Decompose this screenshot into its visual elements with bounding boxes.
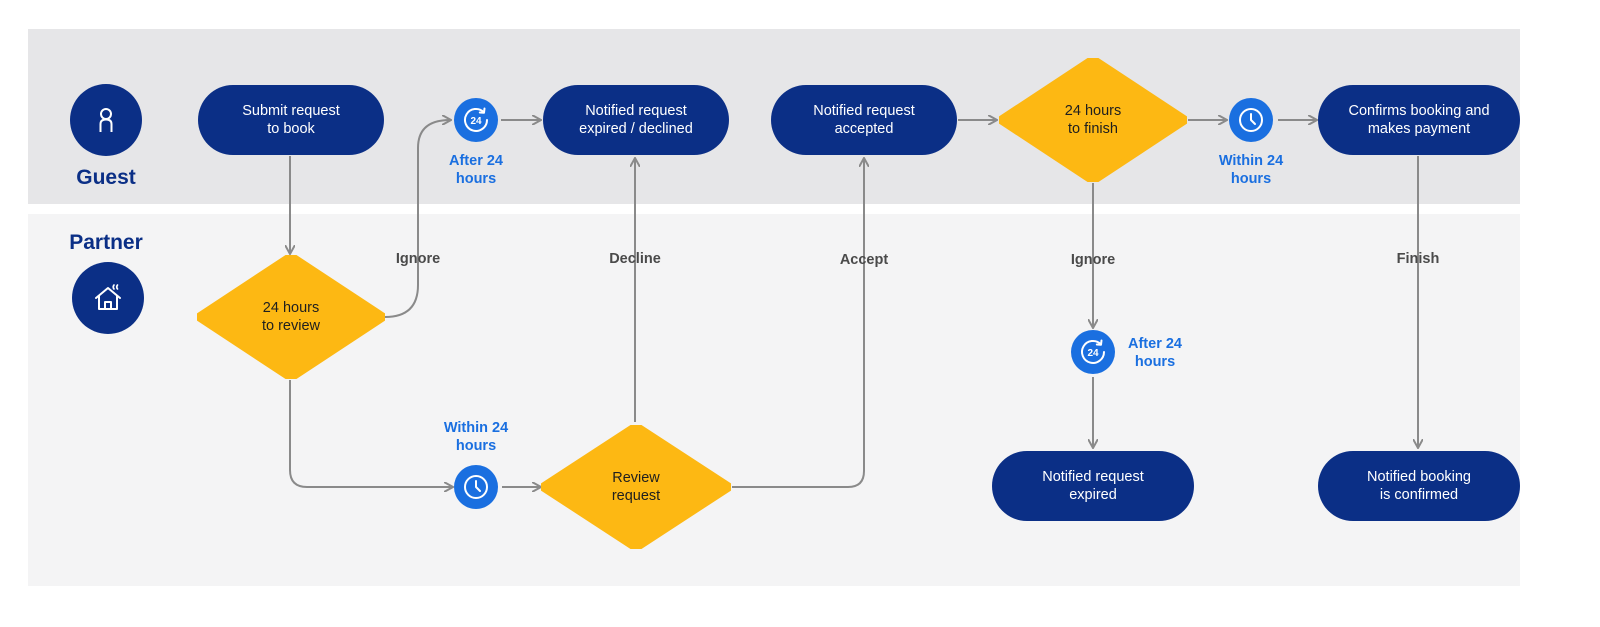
edge-review-ignore xyxy=(384,120,450,318)
notified-expired-node: Notified request expired xyxy=(992,451,1194,521)
review-request-label: Review request xyxy=(611,470,661,504)
confirms-booking-node: Confirms booking and makes payment xyxy=(1318,85,1520,155)
review-window-decision: 24 hours to review xyxy=(197,255,385,379)
after-24-hours-partner-label: After 24 hours xyxy=(1128,336,1182,370)
review-window-label: 24 hours to review xyxy=(261,300,321,334)
notified-accepted-node: Notified request accepted xyxy=(771,85,957,155)
booking-confirmed-label: Notified booking is confirmed xyxy=(1367,469,1471,503)
diamond-shape xyxy=(197,255,385,379)
accept-edge-label: Accept xyxy=(839,252,889,268)
edge-review-to-timer xyxy=(289,380,452,487)
notified-expired-label: Notified request expired xyxy=(1042,469,1144,503)
diamond-shape xyxy=(541,425,731,549)
after-24-hours-guest-label: After 24 hours xyxy=(449,153,503,187)
notified-expired-declined-node: Notified request expired / declined xyxy=(543,85,729,155)
finish-window-decision: 24 hours to finish xyxy=(999,58,1187,182)
svg-text:24: 24 xyxy=(470,116,482,127)
submit-request-label: Submit request to book xyxy=(242,103,340,137)
decline-edge-label: Decline xyxy=(609,251,661,267)
24-hour-icon: 24 xyxy=(1081,339,1105,364)
ignore-edge-label: Ignore xyxy=(395,251,441,267)
clock-icon xyxy=(1239,108,1263,132)
partner-lane-title: Partner xyxy=(69,231,143,254)
notified-expired-declined-label: Notified request expired / declined xyxy=(579,103,693,137)
after-24-hours-partner-timer: 24 xyxy=(1071,330,1115,374)
house-icon xyxy=(95,284,121,310)
clock-icon xyxy=(464,475,488,499)
guest-lane-title: Guest xyxy=(76,166,136,189)
partner-avatar xyxy=(72,262,144,334)
confirms-booking-label: Confirms booking and makes payment xyxy=(1348,103,1490,137)
guest-avatar xyxy=(70,84,142,156)
within-24-hours-guest-label: Within 24 hours xyxy=(1218,153,1284,187)
finish-window-label: 24 hours to finish xyxy=(1064,103,1122,137)
booking-confirmed-node: Notified booking is confirmed xyxy=(1318,451,1520,521)
within-24-hours-partner-label: Within 24 hours xyxy=(443,420,509,454)
svg-text:24: 24 xyxy=(1087,348,1099,359)
notified-accepted-label: Notified request accepted xyxy=(813,103,915,137)
edge-accept xyxy=(732,159,864,488)
24-hour-icon: 24 xyxy=(464,107,488,132)
ignore-finish-edge-label: Ignore xyxy=(1070,252,1116,268)
person-icon xyxy=(99,108,113,132)
within-24-hours-guest-timer xyxy=(1229,98,1273,142)
diamond-shape xyxy=(999,58,1187,182)
after-24-hours-guest-timer: 24 xyxy=(454,98,498,142)
submit-request-node: Submit request to book xyxy=(198,85,384,155)
finish-edge-label: Finish xyxy=(1396,251,1440,267)
review-request-decision: Review request xyxy=(541,425,731,549)
within-24-hours-partner-timer xyxy=(454,465,498,509)
